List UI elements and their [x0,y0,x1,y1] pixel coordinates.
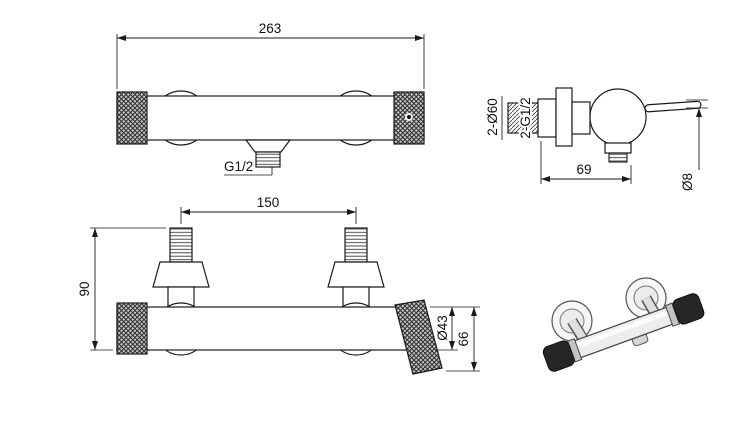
outlet-nipple [255,151,281,168]
flange-diameter-label: 2-Ø60 [485,98,500,136]
perspective-stem-left-fill [568,318,588,343]
dimension-end-depth: 66 [446,307,480,372]
bar-body-rear [116,306,425,351]
rear-view: 150 90 Ø43 [77,195,480,375]
dimension-lever-diameter: Ø8 [680,99,708,191]
end-depth-label: 66 [456,331,471,346]
perspective-cap-right [672,293,705,325]
inlet-spacing-label: 150 [257,195,280,210]
outlet-shoulder [244,139,292,153]
right-inlet-pipe [344,227,368,263]
dimension-overall-height: 90 [77,227,166,351]
left-handle [116,91,148,145]
left-handle-rear [116,302,148,355]
side-view: 2-Ø60 2-G1/2 69 Ø8 [483,87,708,191]
perspective-bar-highlight [558,302,691,354]
temp-indicator-dot-center [407,115,411,119]
dimension-body-diameter: Ø43 [430,306,480,351]
flange-profile [555,87,573,147]
perspective-bar-group [542,293,705,372]
outlet-thread-label: G1/2 [224,159,253,174]
right-escutcheon [327,261,385,288]
overall-width-label: 263 [259,21,282,36]
body-circle [589,88,647,146]
bar-body [116,95,425,141]
front-view: 263 G1/2 [116,21,425,176]
perspective-cap-left [542,340,575,372]
dimension-overall-width: 263 [116,21,425,89]
bottom-outlet-thread [608,152,628,163]
bottom-outlet-hex [604,142,632,154]
left-escutcheon [152,261,210,288]
dimension-wall-depth: 69 [540,141,632,184]
eccentric-nut [537,98,557,138]
inlet-thread [507,102,539,134]
overall-height-label: 90 [77,281,92,296]
perspective-view [542,277,705,372]
left-inlet-pipe [169,227,193,263]
wall-depth-label: 69 [576,162,591,177]
dimension-inlet-spacing: 150 [180,195,357,224]
lever-diameter-label: Ø8 [680,173,695,191]
body-diameter-label: Ø43 [435,315,450,341]
lever-handle [644,100,702,113]
right-handle-rear [394,299,443,375]
flange-spacer [571,101,591,135]
label-outlet-thread: G1/2 [224,159,273,176]
inlet-thread-label: 2-G1/2 [518,97,533,138]
